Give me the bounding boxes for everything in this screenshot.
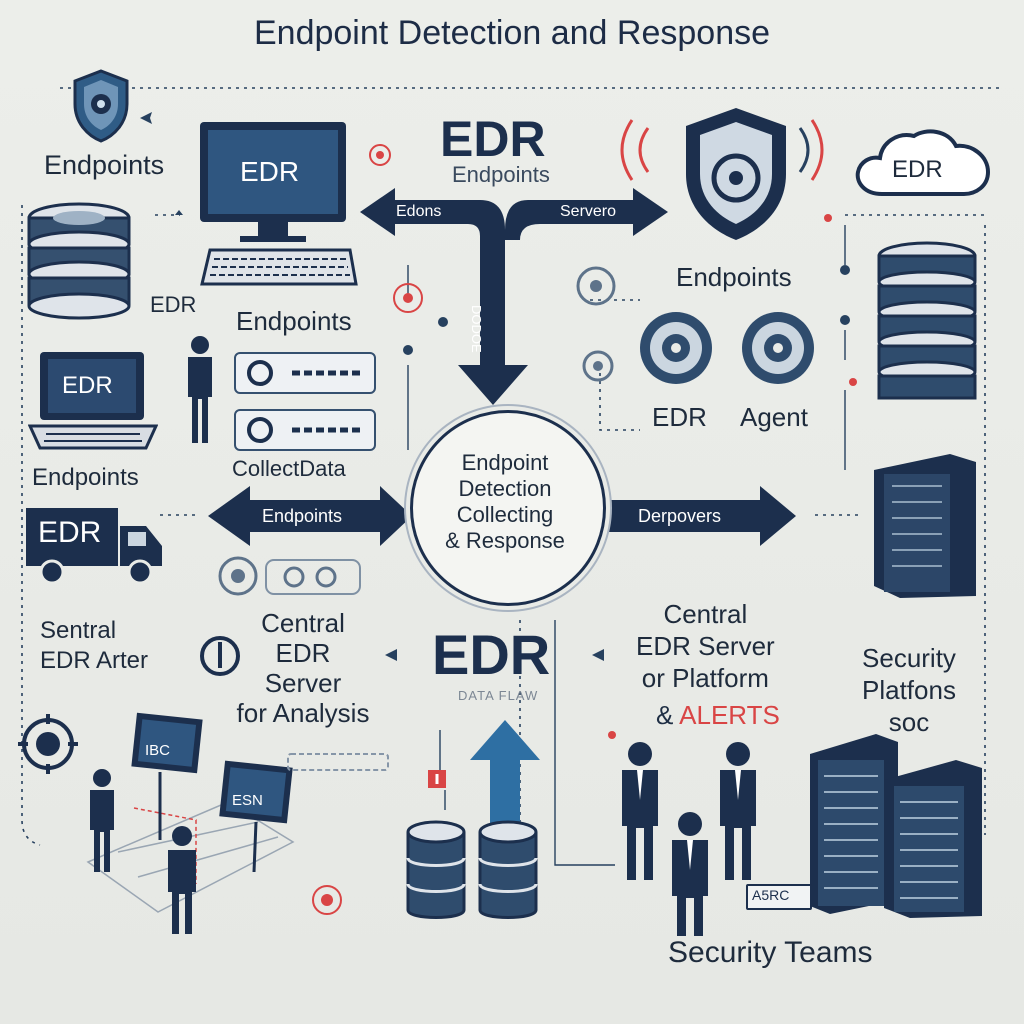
alerts-label: & ALERTS	[656, 700, 780, 731]
data-flow-label: DATA FLAW	[458, 688, 539, 703]
person-icon	[188, 336, 212, 443]
shield-icon	[73, 69, 129, 143]
database-icon	[406, 820, 538, 919]
screen-a-label: IBC	[145, 742, 171, 759]
cloud-edr-label: EDR	[892, 156, 943, 183]
alerts-amp: &	[656, 700, 680, 730]
truck-icon	[26, 508, 162, 585]
arrow-label-edons: Edons	[396, 203, 442, 220]
screen-b-label: ESN	[232, 792, 263, 809]
cloud-icon	[855, 129, 991, 196]
laptop-screen-edr: EDR	[62, 372, 113, 399]
asc-badge-label: A5RC	[752, 887, 790, 903]
laptop-icon	[28, 352, 158, 450]
edr-small-label: EDR	[150, 292, 197, 317]
truck-edr-label: EDR	[38, 516, 102, 549]
hub-label: Endpoint Detection Collecting & Response	[445, 450, 565, 553]
arrow-label-endpoints: Endpoints	[262, 506, 343, 526]
edr-agent-label-edr: EDR	[652, 402, 707, 432]
edr-heading-top: EDR	[440, 111, 546, 167]
endpoints-label-mid: Endpoints	[236, 306, 352, 336]
server-rack-icon	[810, 734, 982, 918]
collect-data-label: CollectData	[232, 456, 346, 481]
monitor-icon	[200, 122, 346, 242]
edr-heading-top-sub: Endpoints	[452, 162, 550, 187]
security-teams-label: Security Teams	[668, 936, 873, 969]
collect-data-cards	[234, 352, 376, 451]
device-strip	[287, 753, 446, 788]
security-team-people	[622, 742, 756, 936]
sentral-edr-arter-label: Sentral EDR Arter	[40, 617, 149, 674]
monitor-screen-edr: EDR	[240, 156, 300, 187]
server-rack-icon	[874, 454, 976, 598]
central-platform-label: Central EDR Server or Platform	[636, 599, 775, 693]
hub-circle	[410, 410, 606, 606]
endpoints-label-top-left: Endpoints	[44, 150, 165, 180]
target-icon	[218, 556, 361, 596]
edr-agent-label-agent: Agent	[740, 402, 808, 432]
alerts-text: ALERTS	[679, 700, 780, 730]
arrow-label-vertical: DODOE	[469, 305, 484, 353]
arrow-label-derpovers: Derpovers	[638, 506, 722, 526]
keyboard-icon	[200, 248, 358, 286]
central-server-label: Central EDR Server for Analysis	[236, 608, 370, 728]
edr-heading-center: EDR	[432, 623, 551, 686]
analysts-scene	[86, 712, 295, 934]
endpoints-label-right: Endpoints	[676, 262, 792, 292]
arrow-label-servero: Servero	[560, 203, 617, 220]
security-platform-label: Security Platfons soc	[862, 643, 956, 737]
server-stack-icon	[877, 241, 977, 400]
agent-targets	[640, 312, 814, 384]
asc-badge	[746, 884, 812, 910]
shield-icon	[686, 108, 786, 240]
page-title: Endpoint Detection and Response	[253, 14, 771, 52]
endpoints-label-left: Endpoints	[32, 464, 139, 491]
server-stack-icon	[27, 202, 131, 320]
compass-icon	[18, 714, 78, 774]
pin-icon	[200, 636, 240, 676]
target-icon	[576, 266, 616, 382]
